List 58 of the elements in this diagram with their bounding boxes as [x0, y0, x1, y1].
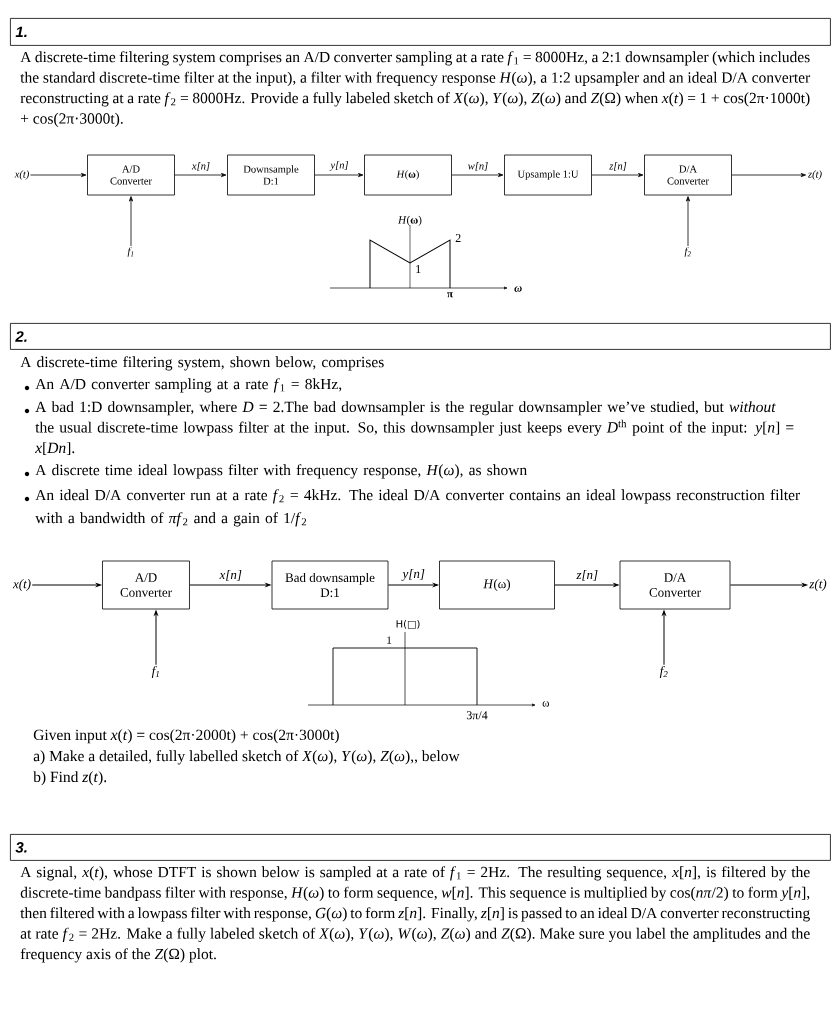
block-box: H(ω) — [364, 154, 452, 196]
section-header-box: 1. — [10, 18, 831, 46]
edge-label: x[n] — [218, 569, 243, 582]
arrow — [662, 610, 666, 666]
paragraph: Given input x(t) = cos(2π·2000t) + cos(2π·3000t) — [33, 729, 339, 744]
axis-label: ω — [514, 286, 522, 292]
signal-label: x(t) — [12, 579, 31, 591]
block-box: H(ω) — [439, 560, 555, 610]
axis-label: H(□) — [396, 619, 420, 629]
edge-label: y[n] — [329, 160, 350, 172]
arrow — [174, 173, 227, 177]
arrow — [31, 583, 102, 587]
edge-label: y[n] — [401, 568, 426, 582]
list-item: An ideal D/A converter run at a rate f$_{2}$ = 4kHz. The ideal D/A converter contains an ideal lowpass reconstruction filter with a bandwidth of πf$_{2}$ and a gain of 1/f$_{2}$ — [35, 489, 800, 527]
signal-label: f$_{2}$ — [659, 666, 668, 678]
tick-label: 1 — [416, 265, 421, 273]
tick-label: 2 — [455, 234, 461, 242]
arrow — [314, 173, 364, 177]
edge-label: z[n] — [575, 569, 600, 582]
section-header-box: 2. — [10, 323, 831, 350]
list-item: An A/D converter sampling at a rate f$_{1}$ = 8kHz, — [35, 378, 342, 393]
signal-label: f$_{1}$ — [127, 247, 134, 257]
signal-label: f$_{2}$ — [684, 247, 691, 257]
axis-label: H(ω) — [397, 215, 422, 226]
arrow — [189, 583, 271, 587]
edge-label: w[n] — [466, 161, 490, 172]
tick-label: π — [447, 292, 453, 298]
block-box: D/A Converter — [619, 560, 731, 610]
arrow — [731, 173, 806, 177]
paragraph: A signal, x(t), whose DTFT is shown below is sampled at a rate of f$_{1}$ = 2Hz. The resulting sequence, x[n], is filtered by the discrete-time bandpass filter with response, H(ω) to form sequence, w[n]. This sequence is multiplied by cos(nπ/2) to formy[n], then filtered with a lowpass filter with response, G(ω) to form z[n]. Finally, z[n] is passed to an ideal D/A converter reconstructing at rate f$_{2}$ = 2Hz. Make a fully labeled sketch of X(ω), Y(ω), W(ω), Z(ω) and Z(Ω). Make sure you label the amplitudes and the frequency axis of the Z(Ω) plot. — [20, 866, 810, 963]
arrow — [686, 196, 690, 247]
arrow — [129, 196, 133, 247]
edge-label: x[n] — [190, 161, 212, 172]
signal-label: x(t) — [14, 170, 29, 180]
block-box: D/A Converter — [644, 154, 732, 196]
block-box: Bad downsample D:1 — [271, 560, 389, 610]
edge-label: z[n] — [608, 161, 628, 172]
section-header-box: 3. — [10, 834, 831, 861]
signal-label: z(t) — [807, 170, 822, 180]
block-box: Downsample D:1 — [227, 154, 315, 196]
arrow — [729, 583, 808, 587]
list-item: A discrete time ideal lowpass filter with frequency response, H(ω), as shown — [35, 464, 527, 479]
arrow — [591, 173, 644, 177]
axis-label: ω — [542, 701, 549, 707]
tick-label: 3π/4 — [466, 711, 488, 720]
arrow — [154, 610, 158, 666]
paragraph: a) Make a detailed, fully labelled sketch of X(ω), Y(ω), Z(ω),, below — [33, 750, 460, 765]
block-box: A/D Converter — [102, 560, 190, 610]
arrow — [451, 173, 504, 177]
signal-label: z(t) — [809, 579, 827, 591]
block-box: Upsample 1:U — [504, 154, 592, 196]
signal-label: f$_{1}$ — [151, 666, 159, 678]
arrow — [554, 583, 619, 587]
arrow — [387, 583, 439, 587]
list-item: A bad 1:D downsampler, where D = 2.The bad downsampler is the regular downsampler we’ve studied, but without the usual discrete-time lowpass filter at the input. So, this downsampler just keeps every D$^{th}$ point of the input: y[n] = x[Dn]. — [35, 401, 794, 456]
block-box: A/D Converter — [87, 154, 175, 196]
arrow — [30, 173, 87, 177]
tick-label: 1 — [387, 636, 392, 644]
